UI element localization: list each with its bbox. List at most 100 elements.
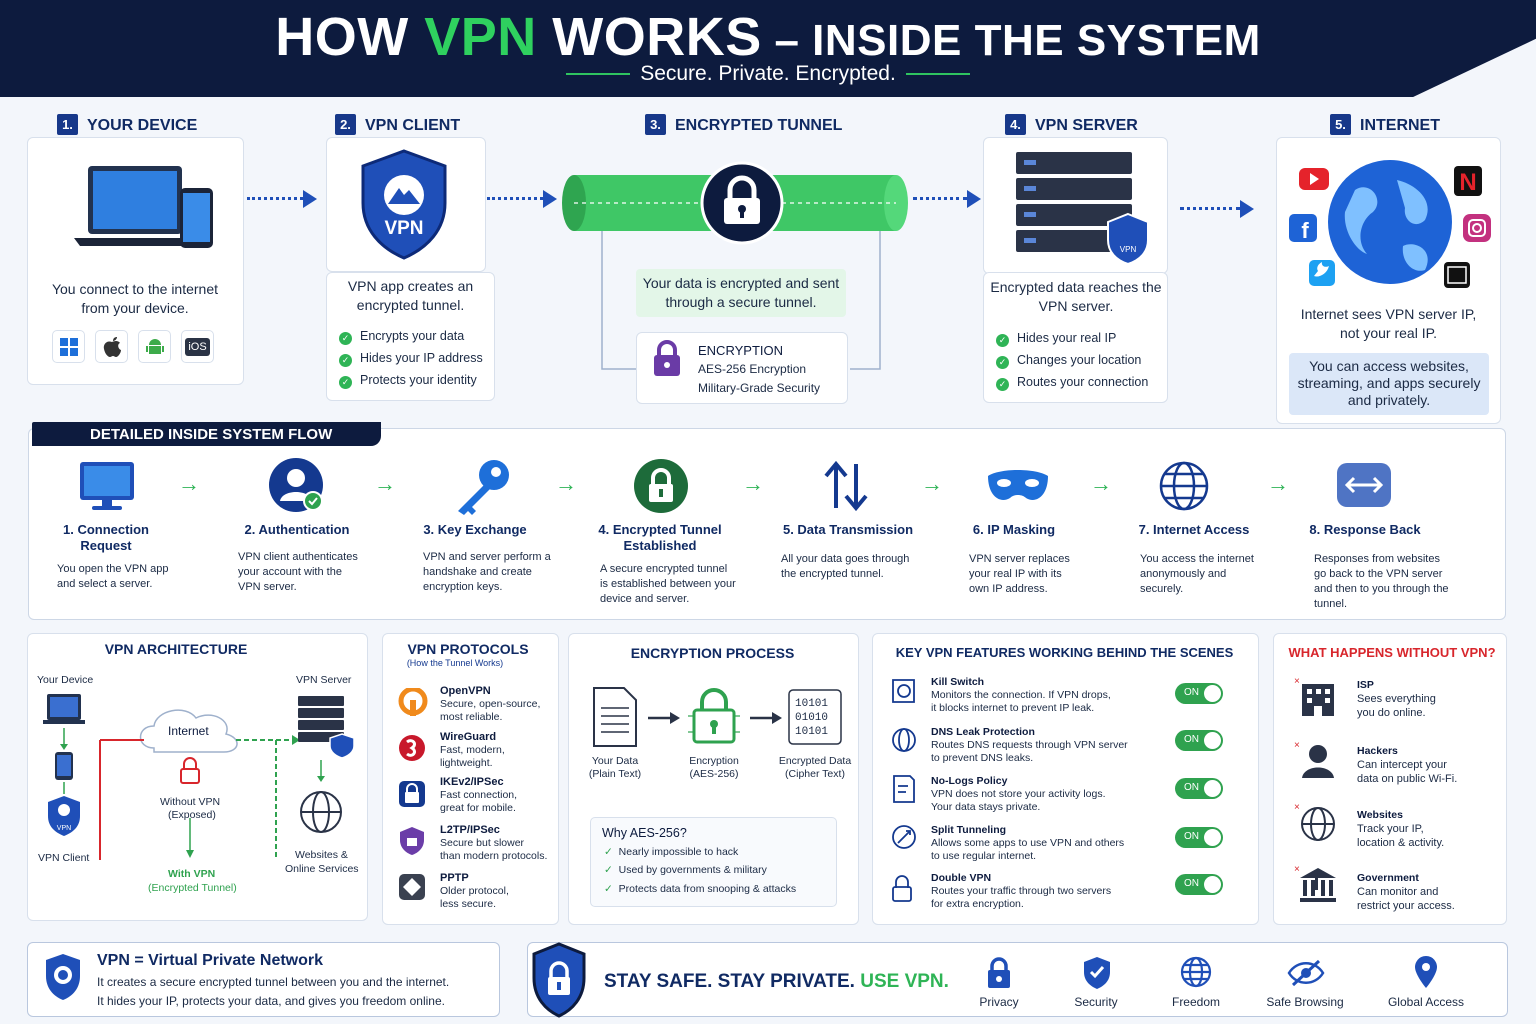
flow-step-title: 4. Encrypted Tunnel Established [598,522,722,553]
vpn-client-desc: VPN app creates an encrypted tunnel. [347,278,474,313]
openvpn-icon [398,688,428,716]
architecture-diagram: VPN [43,694,355,860]
key-icon [458,460,509,515]
flow-step-title: 3. Key Exchange [423,522,527,537]
check-item: ✓Routes your connection [996,371,1148,393]
svg-text:×: × [1294,740,1300,751]
aes-reason: ✓ Nearly impossible to hack [604,846,739,858]
flow-step-desc: VPN server replaces your real IP with it… [969,553,1070,595]
security-shield-icon [1084,957,1110,989]
arch-encrypted-label: (Encrypted Tunnel) [148,882,237,894]
windows-icon [52,330,85,363]
slogan: STAY SAFE. STAY PRIVATE. USE VPN. [604,971,949,992]
pptp-icon [399,874,425,900]
flow-step-title: 5. Data Transmission [782,522,914,537]
flow-arrowhead [543,190,557,208]
tunnel-lock-icon [634,459,688,513]
encryption-line-2: Military-Grade Security [698,381,821,395]
architecture-title: VPN ARCHITECTURE [104,641,248,657]
step-heading-device: 1.YOUR DEVICE [57,114,197,135]
svg-text:VPN: VPN [384,218,423,239]
arch-services-label: Online Services [285,863,359,875]
internet-note: You can access websites, streaming, and … [1297,358,1481,408]
tunnel-desc-box [636,269,846,317]
svg-text:×: × [1294,864,1300,875]
flow-step-arrow: → [921,471,943,496]
why-aes-title: Why AES-256? [602,826,687,840]
aes-reason: ✓ Protects data from snooping & attacks [604,883,797,895]
kill-switch-toggle[interactable]: ON [1175,683,1223,704]
flow-step-desc: You access the internet anonymously and … [1140,553,1254,595]
flow-arrowhead [303,190,317,208]
flow-step-arrow: → [374,471,396,496]
double-vpn-toggle[interactable]: ON [1175,874,1223,895]
globe-apps-icon: N f [1289,160,1491,288]
detailed-flow-title: DETAILED INSIDE SYSTEM FLOW [32,422,381,446]
padlock-icon [654,340,680,376]
flow-step-title: 8. Response Back [1309,522,1421,537]
step-heading-tunnel: 3.ENCRYPTED TUNNEL [645,114,842,135]
vpn-server-desc: Encrypted data reaches the VPN server. [990,279,1162,314]
flow-step-title: 6. IP Masking [972,522,1056,537]
flow-arrow [487,197,543,200]
svg-text:×: × [1294,802,1300,813]
flow-step-desc: All your data goes through the encrypted… [781,553,910,580]
step-heading-server: 4.VPN SERVER [1005,114,1138,135]
arch-your-device-label: Your Device [37,674,94,686]
aes-reason: ✓ Used by governments & military [604,864,767,876]
footer-freedom-label: Freedom [1171,995,1221,1009]
vpn-definition-box [27,942,500,1017]
step-heading-client: 2.VPN CLIENT [335,114,460,135]
svg-text:VPN: VPN [1120,245,1137,254]
ikev2-lock-icon [399,781,425,807]
mask-icon [988,470,1048,500]
flow-arrowhead [1240,200,1254,218]
encryption-line-1: AES-256 Encryption [698,362,807,376]
eye-slash-icon [1287,959,1325,987]
l2tp-shield-icon [400,827,424,855]
header-banner [0,0,1536,97]
footer-security-label: Security [1074,995,1118,1009]
split-tunneling-toggle[interactable]: ON [1175,827,1223,848]
architecture-panel [27,633,368,921]
svg-text:VPN: VPN [57,825,71,832]
vpn-definition-line-2: It hides your IP, protects your data, an… [97,994,445,1008]
features-title: KEY VPN FEATURES WORKING BEHIND THE SCEN… [895,645,1234,660]
encryption-title: ENCRYPTION [698,343,783,358]
vpn-definition-title: VPN = Virtual Private Network [97,952,324,969]
flow-arrow [1180,207,1240,210]
check-item: ✓Protects your identity [339,369,477,391]
arch-client-label: VPN Client [38,852,90,864]
flow-step-arrow: → [555,471,577,496]
check-item: ✓Changes your location [996,349,1141,371]
plain-text-label: Your Data(Plain Text) [588,755,642,780]
check-item: ✓Hides your IP address [339,347,483,369]
transfer-arrows-icon [824,460,868,512]
flow-step-desc: Responses from websites go back to the V… [1314,553,1449,610]
flow-step-arrow: → [742,471,764,496]
privacy-lock-icon [988,957,1010,988]
footer-safe-browsing-label: Safe Browsing [1266,995,1344,1009]
encryption-process-diagram [593,687,842,747]
internet-desc: Internet sees VPN server IP, not your re… [1300,306,1477,341]
threat-icons: ×××× [1294,676,1336,902]
flow-step-desc: VPN and server perform a handshake and c… [423,551,551,593]
flow-step-arrow: → [178,471,200,496]
vpn-shield-icon: VPN [361,149,447,260]
flow-step-desc: A secure encrypted tunnel is established… [600,563,736,605]
arch-with-label: With VPN [168,868,216,880]
without-vpn-panel [1273,633,1507,925]
arch-vpn-server-label: VPN Server [296,674,352,686]
server-rack-icon: VPN [1016,152,1149,266]
dns-leak-toggle[interactable]: ON [1175,730,1223,751]
no-logs-toggle[interactable]: ON [1175,778,1223,799]
device-desc: You connect to the internet from your de… [51,281,219,316]
